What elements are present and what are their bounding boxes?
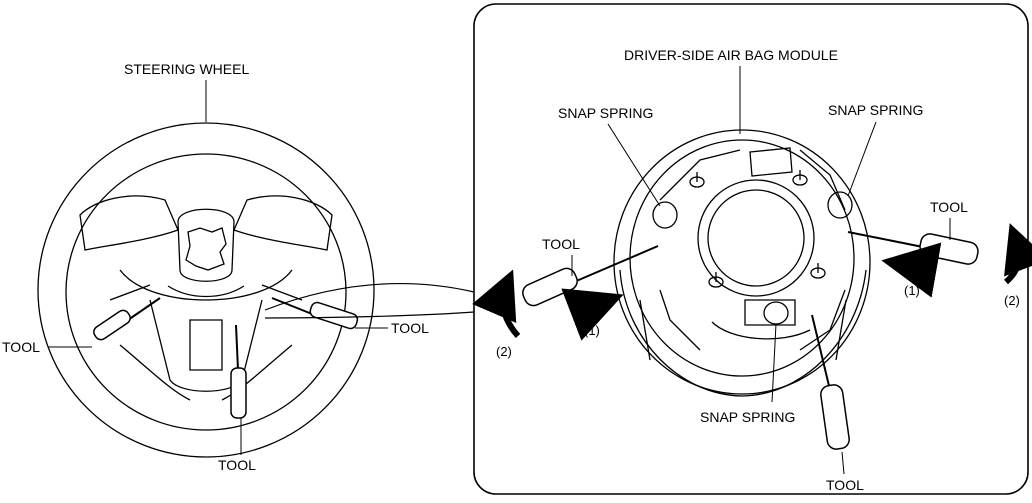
- rotate-arrow-right: [1003, 223, 1032, 285]
- label-tool-right: TOOL: [391, 320, 429, 336]
- tool-screwdriver-bottom: [230, 324, 247, 419]
- label-snap-spring-right: SNAP SPRING: [828, 102, 923, 118]
- label-tool-detail-bottom: TOOL: [826, 477, 864, 493]
- tool-screwdriver-detail-bottom: [811, 314, 850, 450]
- tool-screwdriver-detail-left: [522, 245, 659, 307]
- zoom-callout-lower: [264, 311, 475, 319]
- steering-wheel-drawing: [37, 122, 375, 458]
- label-tool-left: TOOL: [2, 339, 40, 355]
- label-tool-detail-right: TOOL: [930, 199, 968, 215]
- push-arrow-right: [881, 242, 942, 298]
- tool-screwdriver-right: [271, 297, 359, 330]
- label-step-2-left: (2): [496, 344, 512, 359]
- air-bag-module-drawing: [613, 129, 871, 397]
- label-snap-spring-bottom: SNAP SPRING: [700, 409, 795, 425]
- label-step-1-right: (1): [904, 283, 920, 298]
- zoom-callout-upper: [264, 282, 475, 311]
- label-air-bag-module: DRIVER-SIDE AIR BAG MODULE: [624, 47, 838, 63]
- label-step-2-right: (2): [1004, 293, 1020, 308]
- label-snap-spring-left: SNAP SPRING: [558, 105, 653, 121]
- push-arrow-left: [561, 288, 624, 341]
- label-tool-bottom: TOOL: [218, 457, 256, 473]
- label-tool-detail-left: TOOL: [542, 236, 580, 252]
- label-steering-wheel: STEERING WHEEL: [124, 61, 249, 77]
- label-step-1-left: (1): [584, 323, 600, 338]
- rotate-arrow-left: [472, 269, 521, 338]
- tool-screwdriver-left: [93, 297, 161, 341]
